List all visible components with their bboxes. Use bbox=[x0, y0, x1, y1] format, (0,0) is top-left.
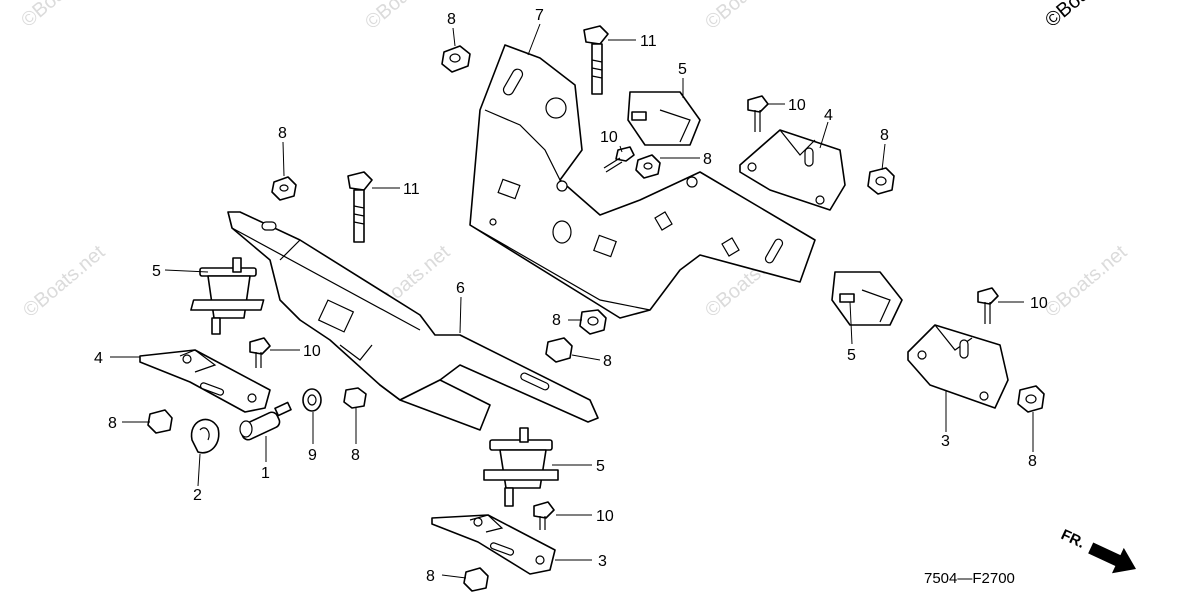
nut-8-i bbox=[1017, 385, 1045, 413]
front-indicator-label: FR. bbox=[1058, 526, 1087, 552]
callout-10: 10 bbox=[788, 97, 806, 114]
callout-4: 4 bbox=[824, 107, 833, 124]
bolt-10-d bbox=[977, 287, 999, 324]
part-3-bracket-a bbox=[907, 324, 1009, 409]
bolt-10-b bbox=[603, 146, 635, 173]
callout-3: 3 bbox=[598, 553, 607, 570]
callout-5: 5 bbox=[152, 263, 161, 280]
callout-2: 2 bbox=[193, 487, 202, 504]
part-3-bracket-b bbox=[431, 514, 556, 575]
watermark: ©Boats.net bbox=[17, 0, 108, 32]
nut-8-b bbox=[271, 176, 297, 201]
nut-8-h bbox=[343, 387, 367, 409]
callout-6: 6 bbox=[456, 280, 465, 297]
callout-1: 1 bbox=[261, 465, 270, 482]
nut-8-g bbox=[147, 409, 173, 434]
callout-8: 8 bbox=[552, 312, 561, 329]
bolt-10-c bbox=[249, 337, 271, 368]
callout-8: 8 bbox=[880, 127, 889, 144]
part-9-washer bbox=[302, 388, 322, 412]
callout-8: 8 bbox=[703, 151, 712, 168]
callout-8: 8 bbox=[351, 447, 360, 464]
watermark: ©Boats.net bbox=[1041, 0, 1132, 32]
callout-5: 5 bbox=[678, 61, 687, 78]
part-5-rubber-mount-c bbox=[627, 91, 701, 146]
nut-8-j bbox=[463, 567, 489, 592]
callout-11: 11 bbox=[403, 181, 420, 198]
callout-7: 7 bbox=[535, 7, 544, 24]
part-5-rubber-mount-d bbox=[831, 271, 903, 326]
nut-8-f bbox=[545, 337, 573, 363]
part-4-bracket-a bbox=[139, 349, 271, 413]
leader-lines bbox=[110, 23, 1034, 579]
nut-8-c bbox=[635, 154, 661, 179]
front-arrow: FR. bbox=[1058, 526, 1137, 574]
callout-8: 8 bbox=[278, 125, 287, 142]
callout-3: 3 bbox=[941, 433, 950, 450]
part-6-mount-bracket bbox=[227, 211, 599, 431]
callout-8: 8 bbox=[426, 568, 435, 585]
nut-8-e bbox=[579, 309, 607, 335]
callout-11: 11 bbox=[640, 33, 657, 50]
watermark: ©Boats.net bbox=[361, 0, 452, 34]
part-1-collar bbox=[239, 401, 292, 441]
front-arrow-icon bbox=[1088, 542, 1137, 574]
watermark: ©Boats.net bbox=[701, 0, 792, 34]
callout-8: 8 bbox=[1028, 453, 1037, 470]
part-5-rubber-mount-a bbox=[190, 257, 265, 335]
nut-8-d bbox=[867, 167, 895, 195]
callout-8: 8 bbox=[603, 353, 612, 370]
callout-10: 10 bbox=[600, 129, 618, 146]
watermark: ©Boats.net bbox=[1041, 241, 1132, 322]
part-5-rubber-mount-b bbox=[483, 427, 559, 507]
bolt-10-e bbox=[533, 501, 555, 530]
callout-numbers: 8 7 11 5 10 4 10 8 8 8 11 5 6 8 8 10 4 8… bbox=[94, 7, 1048, 585]
callout-4: 4 bbox=[94, 350, 103, 367]
callout-10: 10 bbox=[1030, 295, 1048, 312]
bolt-11-a bbox=[583, 25, 609, 95]
callout-10: 10 bbox=[596, 508, 614, 525]
callout-10: 10 bbox=[303, 343, 321, 360]
callout-8: 8 bbox=[108, 415, 117, 432]
part-2-clip bbox=[190, 418, 220, 454]
watermark: ©Boats.net bbox=[19, 241, 110, 322]
diagram-code: 7504—F2700 bbox=[924, 570, 1015, 587]
callout-8: 8 bbox=[447, 11, 456, 28]
nut-8-a bbox=[441, 45, 471, 73]
bolt-10-a bbox=[747, 95, 769, 132]
callout-5: 5 bbox=[847, 347, 856, 364]
part-7-mount-plate bbox=[469, 44, 816, 319]
bolt-11-b bbox=[347, 171, 373, 243]
callout-5: 5 bbox=[596, 458, 605, 475]
part-4-bracket-b bbox=[739, 129, 846, 211]
callout-9: 9 bbox=[308, 447, 317, 464]
